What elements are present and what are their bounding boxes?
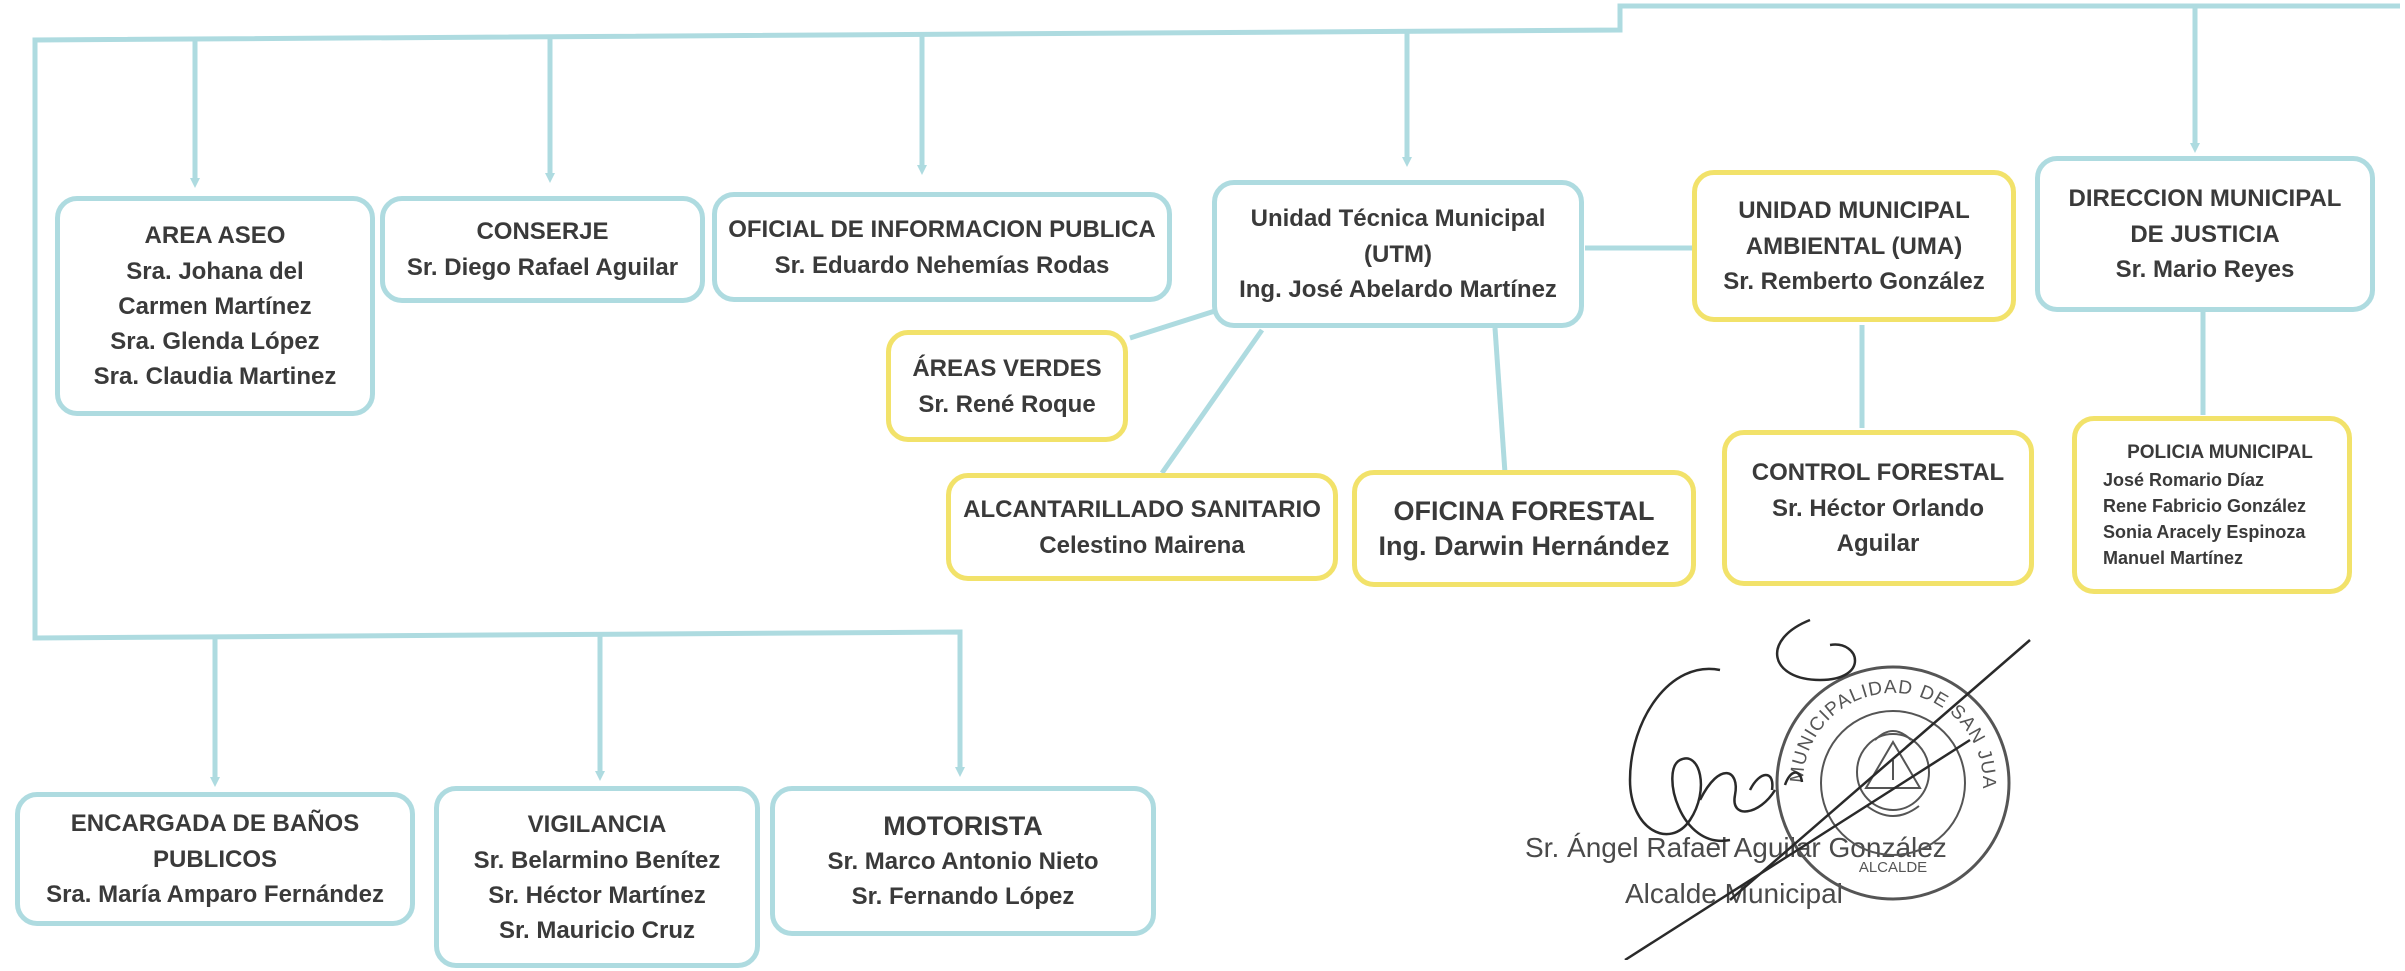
link-utm-areas-verdes — [1129, 307, 1219, 341]
box-oficial-informacion: OFICIAL DE INFORMACION PUBLICA Sr. Eduar… — [712, 192, 1172, 302]
utm-member: (UTM) — [1364, 241, 1432, 268]
uma-member: Sr. Remberto González — [1723, 268, 1985, 295]
control-forestal-member: Sr. Héctor Orlando — [1771, 495, 1985, 522]
box-uma: UNIDAD MUNICIPAL AMBIENTAL (UMA) Sr. Rem… — [1692, 170, 2016, 322]
policia-title: POLICIA MUNICIPAL — [2127, 442, 2313, 463]
box-alcantarillado: ALCANTARILLADO SANITARIO Celestino Maire… — [946, 473, 1338, 581]
control-forestal-title: CONTROL FORESTAL — [1751, 459, 2005, 486]
box-banos: ENCARGADA DE BAÑOS PUBLICOS Sra. María A… — [15, 792, 415, 926]
area-aseo-member: Sra. Johana del — [126, 258, 304, 285]
vigilancia-member: Sr. Héctor Martínez — [488, 881, 706, 909]
box-vigilancia: VIGILANCIA Sr. Belarmino Benítez Sr. Héc… — [434, 786, 760, 968]
area-aseo-member: Carmen Martínez — [118, 293, 312, 320]
conserje-title: CONSERJE — [476, 218, 609, 245]
motorista-title: MOTORISTA — [883, 811, 1043, 841]
area-aseo-member: Sra. Claudia Martinez — [93, 363, 337, 390]
banos-title: ENCARGADA DE BAÑOS — [70, 810, 360, 837]
box-justicia: DIRECCION MUNICIPAL DE JUSTICIA Sr. Mari… — [2035, 156, 2375, 312]
utm-member: Ing. José Abelardo Martínez — [1239, 276, 1557, 303]
stamp-bottom-text: ALCALDE — [1859, 859, 1927, 876]
link-utm-alcantarillado — [1159, 328, 1265, 475]
signature-scribble — [1624, 618, 2031, 960]
box-conserje: CONSERJE Sr. Diego Rafael Aguilar — [380, 196, 705, 303]
box-areas-verdes: ÁREAS VERDES Sr. René Roque — [886, 330, 1128, 442]
policia-member: Sonia Aracely Espinoza — [2103, 522, 2306, 542]
vigilancia-member: Sr. Mauricio Cruz — [498, 916, 696, 944]
box-utm: Unidad Técnica Municipal (UTM) Ing. José… — [1212, 180, 1584, 328]
motorista-member: Sr. Fernando López — [851, 883, 1075, 910]
box-area-aseo: AREA ASEO Sra. Johana del Carmen Martíne… — [55, 196, 375, 416]
areas-verdes-title: ÁREAS VERDES — [912, 354, 1102, 382]
motorista-member: Sr. Marco Antonio Nieto — [827, 848, 1099, 875]
uma-title: UNIDAD MUNICIPAL — [1738, 197, 1970, 224]
justicia-member: Sr. Mario Reyes — [2115, 256, 2295, 283]
box-control-forestal: CONTROL FORESTAL Sr. Héctor Orlando Agui… — [1722, 430, 2034, 586]
box-motorista: MOTORISTA Sr. Marco Antonio Nieto Sr. Fe… — [770, 786, 1156, 936]
oficial-info-member: Sr. Eduardo Nehemías Rodas — [774, 251, 1110, 279]
vigilancia-member: Sr. Belarmino Benítez — [473, 846, 721, 874]
oficial-info-title: OFICIAL DE INFORMACION PUBLICA — [728, 215, 1156, 243]
policia-member: Manuel Martínez — [2103, 548, 2244, 568]
oficina-forestal-title: OFICINA FORESTAL — [1393, 496, 1655, 526]
box-policia: POLICIA MUNICIPAL José Romario Díaz Rene… — [2072, 416, 2352, 594]
control-forestal-member: Aguilar — [1836, 530, 1920, 557]
areas-verdes-member: Sr. René Roque — [918, 390, 1096, 418]
area-aseo-member: Sra. Glenda López — [110, 328, 320, 355]
justicia-title: DIRECCION MUNICIPAL — [2068, 185, 2342, 212]
policia-member: José Romario Díaz — [2103, 470, 2265, 490]
box-oficina-forestal: OFICINA FORESTAL Ing. Darwin Hernández — [1352, 470, 1696, 587]
oficina-forestal-member: Ing. Darwin Hernández — [1378, 531, 1670, 561]
policia-member: Rene Fabricio González — [2103, 496, 2307, 516]
vigilancia-title: VIGILANCIA — [527, 810, 667, 838]
area-aseo-title: AREA ASEO — [144, 222, 286, 249]
signatory-position: Alcalde Municipal — [1625, 878, 1843, 909]
banos-member: Sra. María Amparo Fernández — [46, 881, 384, 908]
utm-title: Unidad Técnica Municipal — [1250, 205, 1546, 232]
banos-member: PUBLICOS — [152, 846, 277, 873]
conserje-member: Sr. Diego Rafael Aguilar — [406, 254, 679, 281]
justicia-member: DE JUSTICIA — [2130, 221, 2280, 248]
alcantarillado-member: Celestino Mairena — [1039, 531, 1245, 559]
top-bus-line — [32, 3, 2400, 766]
link-utm-oficina-forestal — [1492, 327, 1508, 474]
uma-member: AMBIENTAL (UMA) — [1745, 233, 1963, 260]
signatory-name: Sr. Ángel Rafael Aguilar González — [1525, 832, 1947, 863]
alcantarillado-title: ALCANTARILLADO SANITARIO — [963, 495, 1321, 523]
